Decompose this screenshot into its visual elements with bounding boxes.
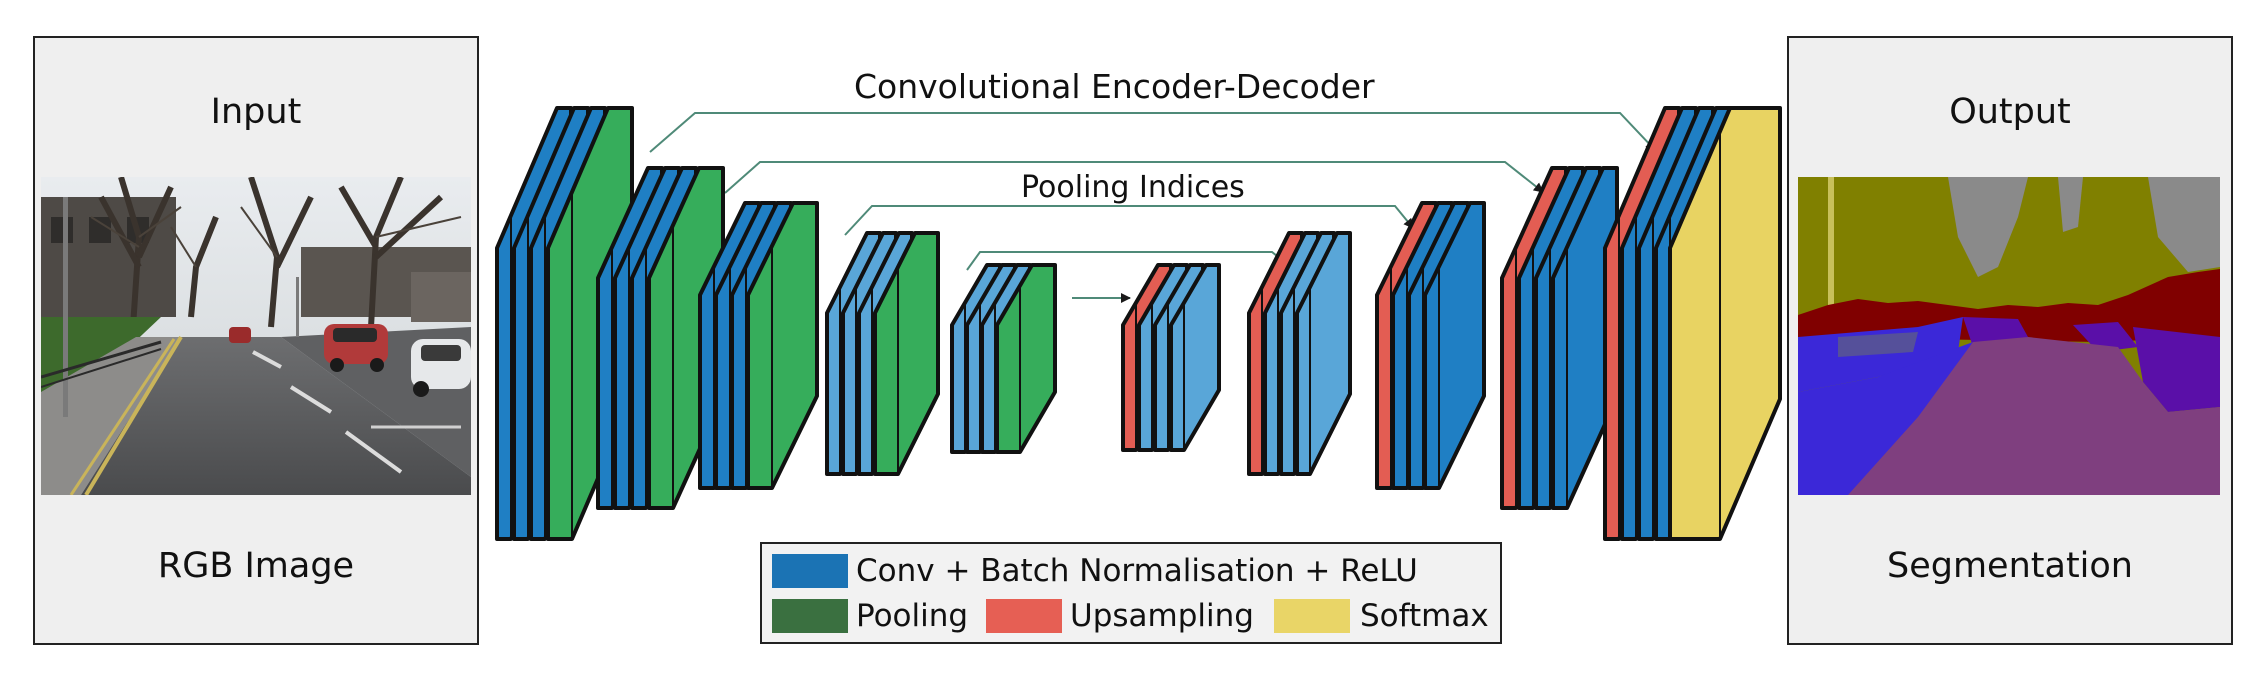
conv-layer-edge (1638, 214, 1654, 539)
legend: Conv + Batch Normalisation + ReLU Poolin… (760, 542, 1502, 644)
output-segmentation-image (1798, 177, 2220, 495)
conv-layer-edge (1518, 246, 1534, 508)
conv-layer-edge (1552, 246, 1568, 508)
input-panel: Input (33, 36, 479, 645)
conv-layer-edge (1296, 286, 1311, 474)
output-panel: Output Segmentation (1787, 36, 2233, 645)
conv-layer-edge (614, 246, 630, 508)
pooling-layer-edge (547, 191, 573, 539)
conv-layer-edge (858, 286, 873, 474)
conv-layer-edge (1264, 286, 1279, 474)
legend-upsampling-label: Upsampling (1070, 598, 1254, 634)
conv-layer-edge (1424, 265, 1440, 488)
skip-arrow-2 (724, 161, 1544, 194)
legend-pooling-label: Pooling (856, 598, 969, 634)
pooling-layer-edge (874, 266, 899, 474)
conv-layer-edge (826, 286, 841, 474)
conv-layer-edge (530, 214, 546, 539)
conv-layer-edge (842, 286, 857, 474)
pooling-layer-edge (747, 245, 773, 488)
legend-softmax-label: Softmax (1360, 598, 1489, 634)
output-caption: Segmentation (1887, 546, 2133, 586)
conv-layer-edge (1138, 299, 1153, 450)
pooling-layer-edge (996, 281, 1021, 452)
conv-layer-edge (597, 246, 613, 508)
upsampling-layer-edge (1122, 299, 1137, 450)
legend-conv-label: Conv + Batch Normalisation + ReLU (856, 553, 1418, 589)
pooling-layer (746, 201, 819, 490)
conv-layer-edge (496, 214, 512, 539)
conv-layer-edge (631, 246, 647, 508)
diagram-title: Convolutional Encoder-Decoder (854, 67, 1375, 106)
legend-conv-swatch (772, 554, 848, 588)
pooling-layer (995, 263, 1057, 454)
pooling-layer-edge (648, 224, 674, 508)
conv-layer-edge (1535, 246, 1551, 508)
output-title: Output (1949, 92, 2071, 132)
conv-layer-edge (1170, 299, 1185, 450)
skip-arrow-3 (844, 205, 1414, 236)
conv-layer-edge (1154, 299, 1169, 450)
conv-layer-edge (1280, 286, 1295, 474)
skip-arrow-1 (649, 112, 1656, 153)
skip-connection-arrows (649, 112, 1656, 303)
network-layers (495, 106, 1782, 541)
legend-softmax-swatch (1274, 599, 1350, 633)
upsampling-layer-edge (1501, 246, 1517, 508)
upsampling-layer-edge (1604, 214, 1620, 539)
conv-layer-edge (1621, 214, 1637, 539)
softmax-layer-edge (1669, 130, 1721, 539)
softmax-layer (1668, 106, 1782, 541)
input-title: Input (210, 92, 302, 132)
pooling-indices-label: Pooling Indices (1021, 170, 1245, 205)
input-caption: RGB Image (157, 546, 355, 586)
pooling-layer (873, 231, 940, 476)
input-rgb-image (41, 177, 471, 495)
upsampling-layer-edge (1248, 286, 1263, 474)
legend-pooling-swatch (772, 599, 848, 633)
legend-upsampling-swatch (986, 599, 1062, 633)
conv-layer-edge (513, 214, 529, 539)
